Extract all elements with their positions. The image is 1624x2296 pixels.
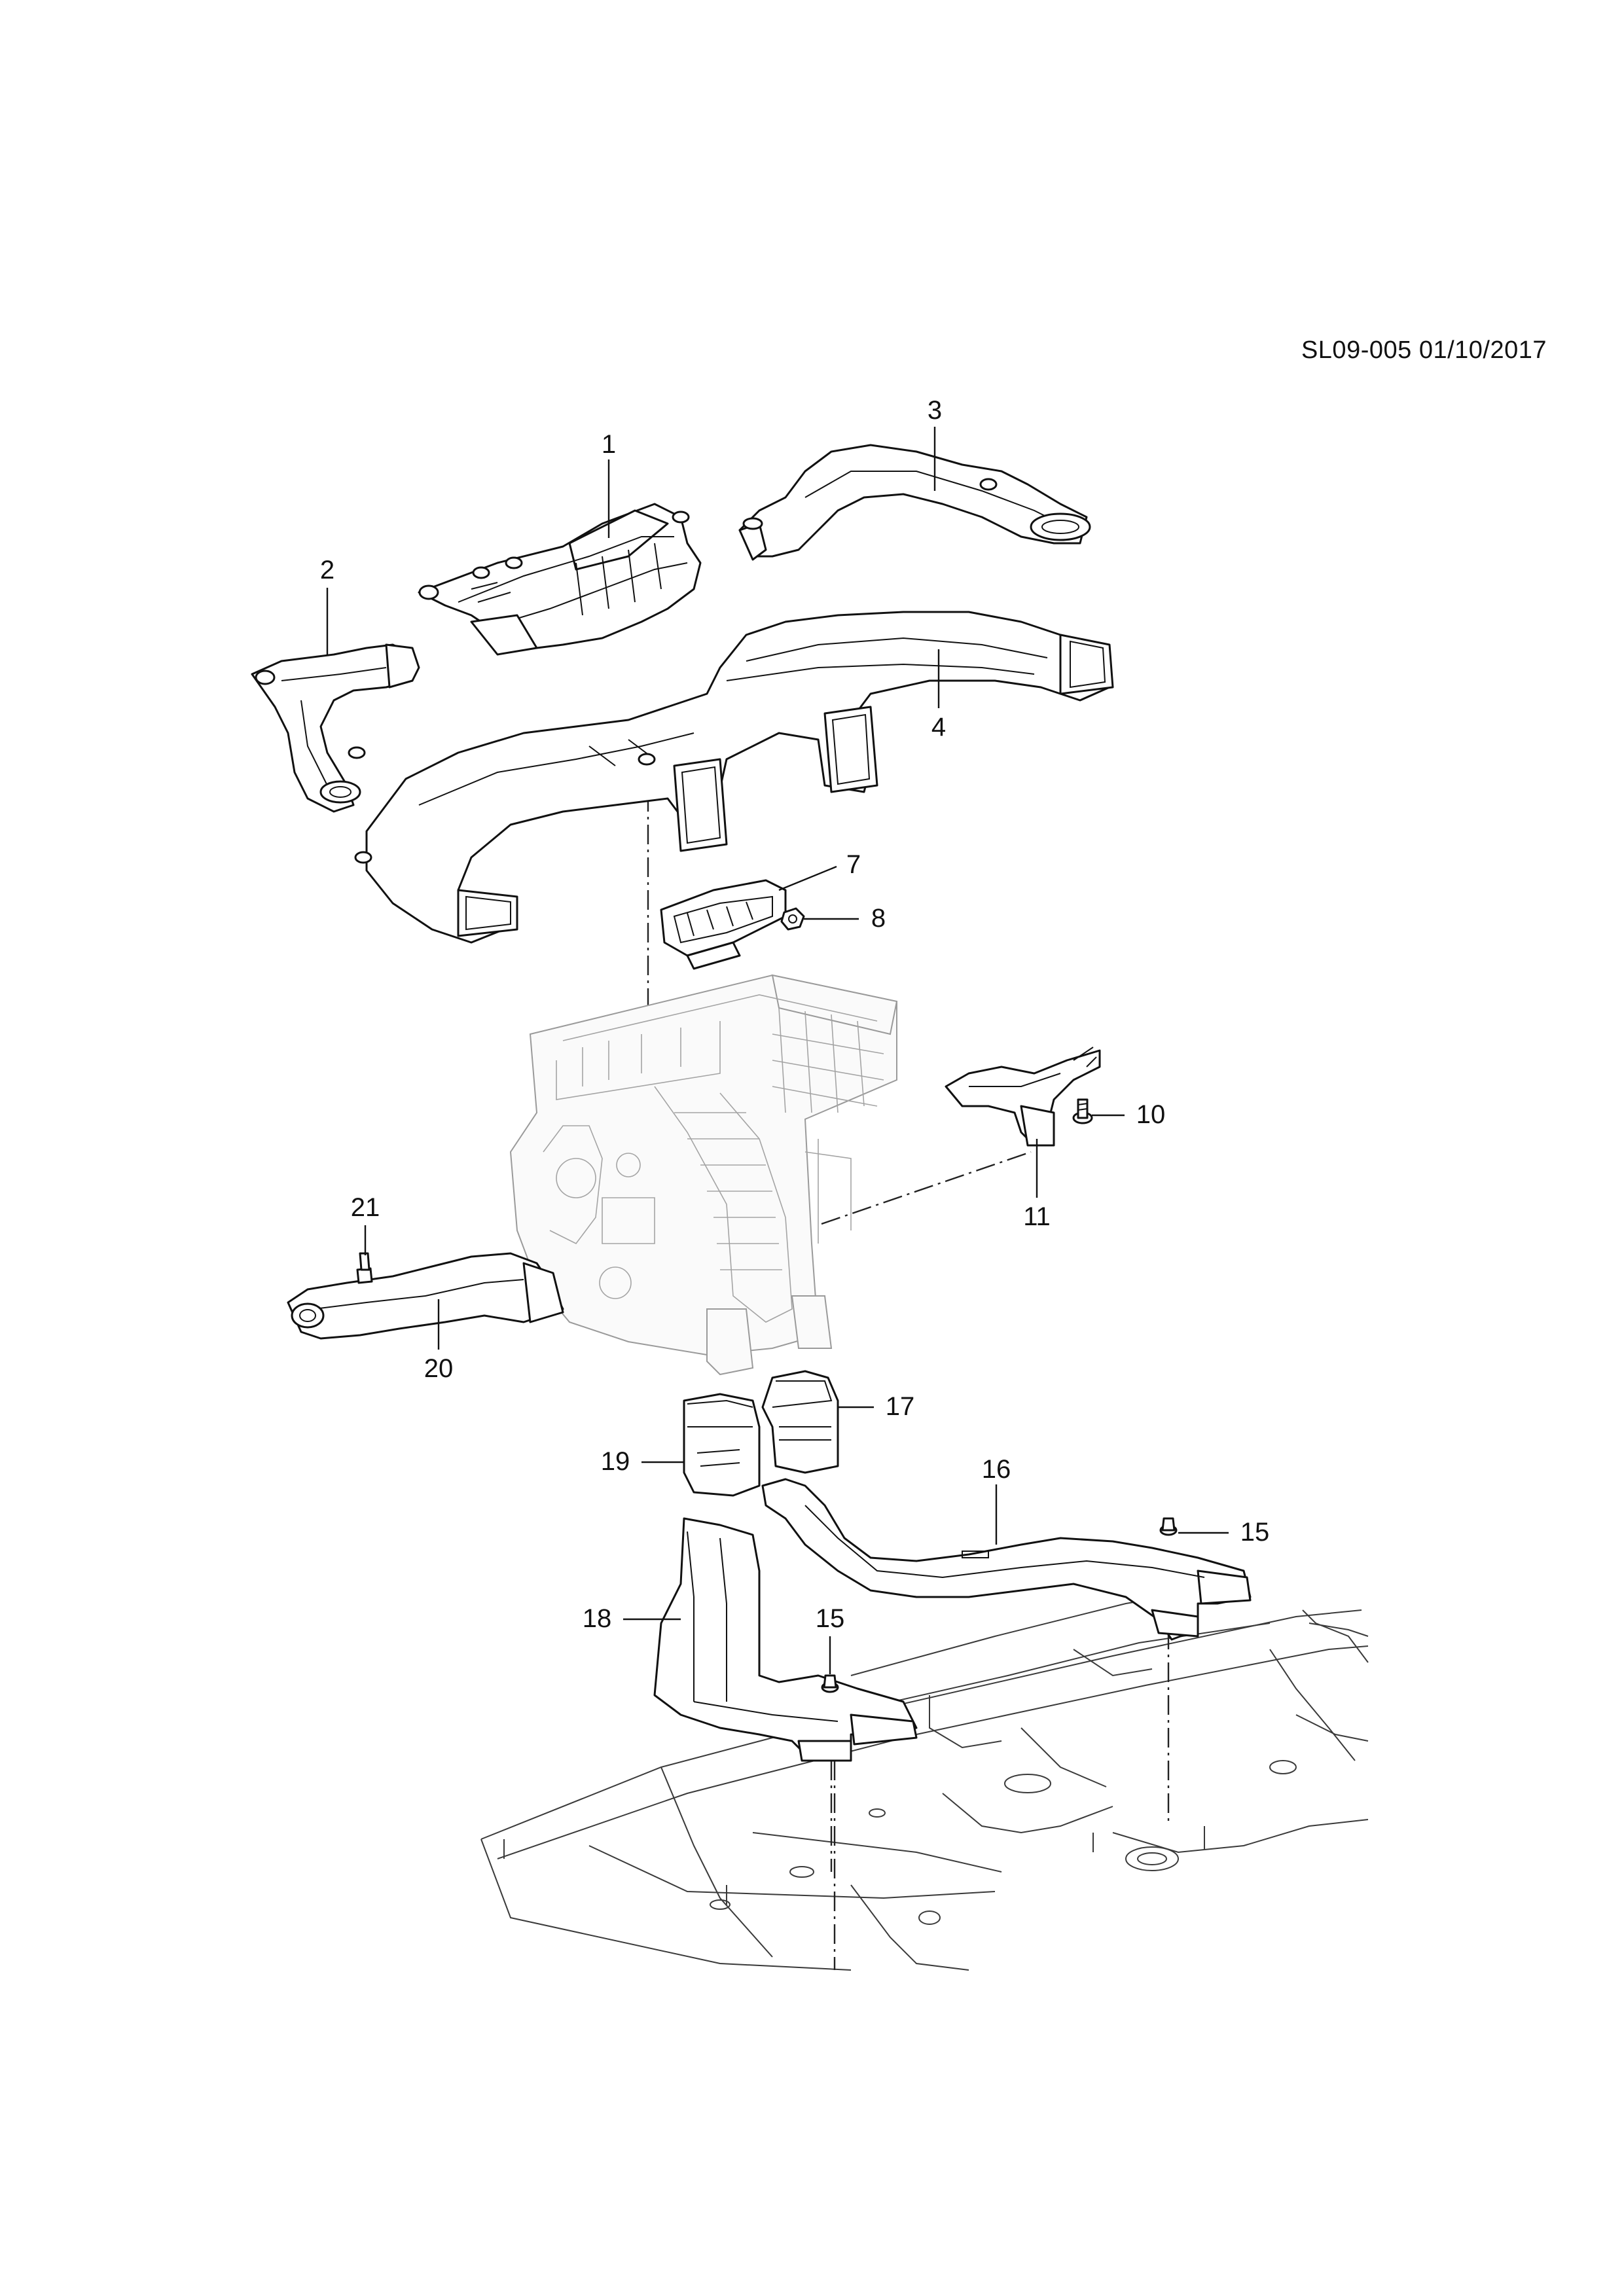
part-3-right-defroster-duct <box>738 444 1091 561</box>
callout-11: 11 <box>1023 1202 1051 1231</box>
callout-20: 20 <box>424 1354 454 1383</box>
part-10-screw <box>1072 1098 1093 1124</box>
callout-10: 10 <box>1136 1100 1166 1129</box>
part-15-clip-left <box>821 1674 839 1693</box>
part-1-center-defroster-duct <box>418 503 702 656</box>
part-8-nut <box>780 907 805 931</box>
callout-18: 18 <box>582 1604 612 1633</box>
callout-7: 7 <box>846 850 861 879</box>
part-18-left-rear-floor-duct <box>653 1517 918 1762</box>
callout-3: 3 <box>927 396 943 425</box>
part-2-left-defroster-duct <box>251 643 420 813</box>
callout-8: 8 <box>871 904 886 933</box>
leader-lines <box>326 427 1229 1674</box>
part-16-right-rear-floor-duct <box>761 1478 1252 1641</box>
part-19-left-adapter <box>683 1393 761 1497</box>
callout-19: 19 <box>600 1447 630 1476</box>
hvac-module <box>509 974 898 1376</box>
callout-15-right: 15 <box>1240 1518 1270 1547</box>
callout-2: 2 <box>319 556 335 584</box>
part-15-clip-right <box>1159 1517 1178 1536</box>
callout-16: 16 <box>981 1455 1011 1484</box>
part-21-clip <box>356 1252 373 1284</box>
callout-17: 17 <box>885 1392 915 1421</box>
part-20-left-floor-duct <box>287 1252 564 1340</box>
floor-pan <box>480 1583 1369 1971</box>
callout-15-left: 15 <box>815 1604 845 1633</box>
document-reference: SL09-005 01/10/2017 <box>1301 336 1547 364</box>
callout-21: 21 <box>350 1193 380 1222</box>
part-7-center-outlet <box>660 879 787 970</box>
part-11-right-floor-duct <box>945 1047 1101 1147</box>
alignment-lines <box>562 792 1170 1970</box>
callout-4: 4 <box>931 713 947 742</box>
part-17-right-adapter <box>761 1370 839 1474</box>
callout-1: 1 <box>601 430 617 459</box>
part-4-instrument-panel-duct <box>354 611 1114 944</box>
